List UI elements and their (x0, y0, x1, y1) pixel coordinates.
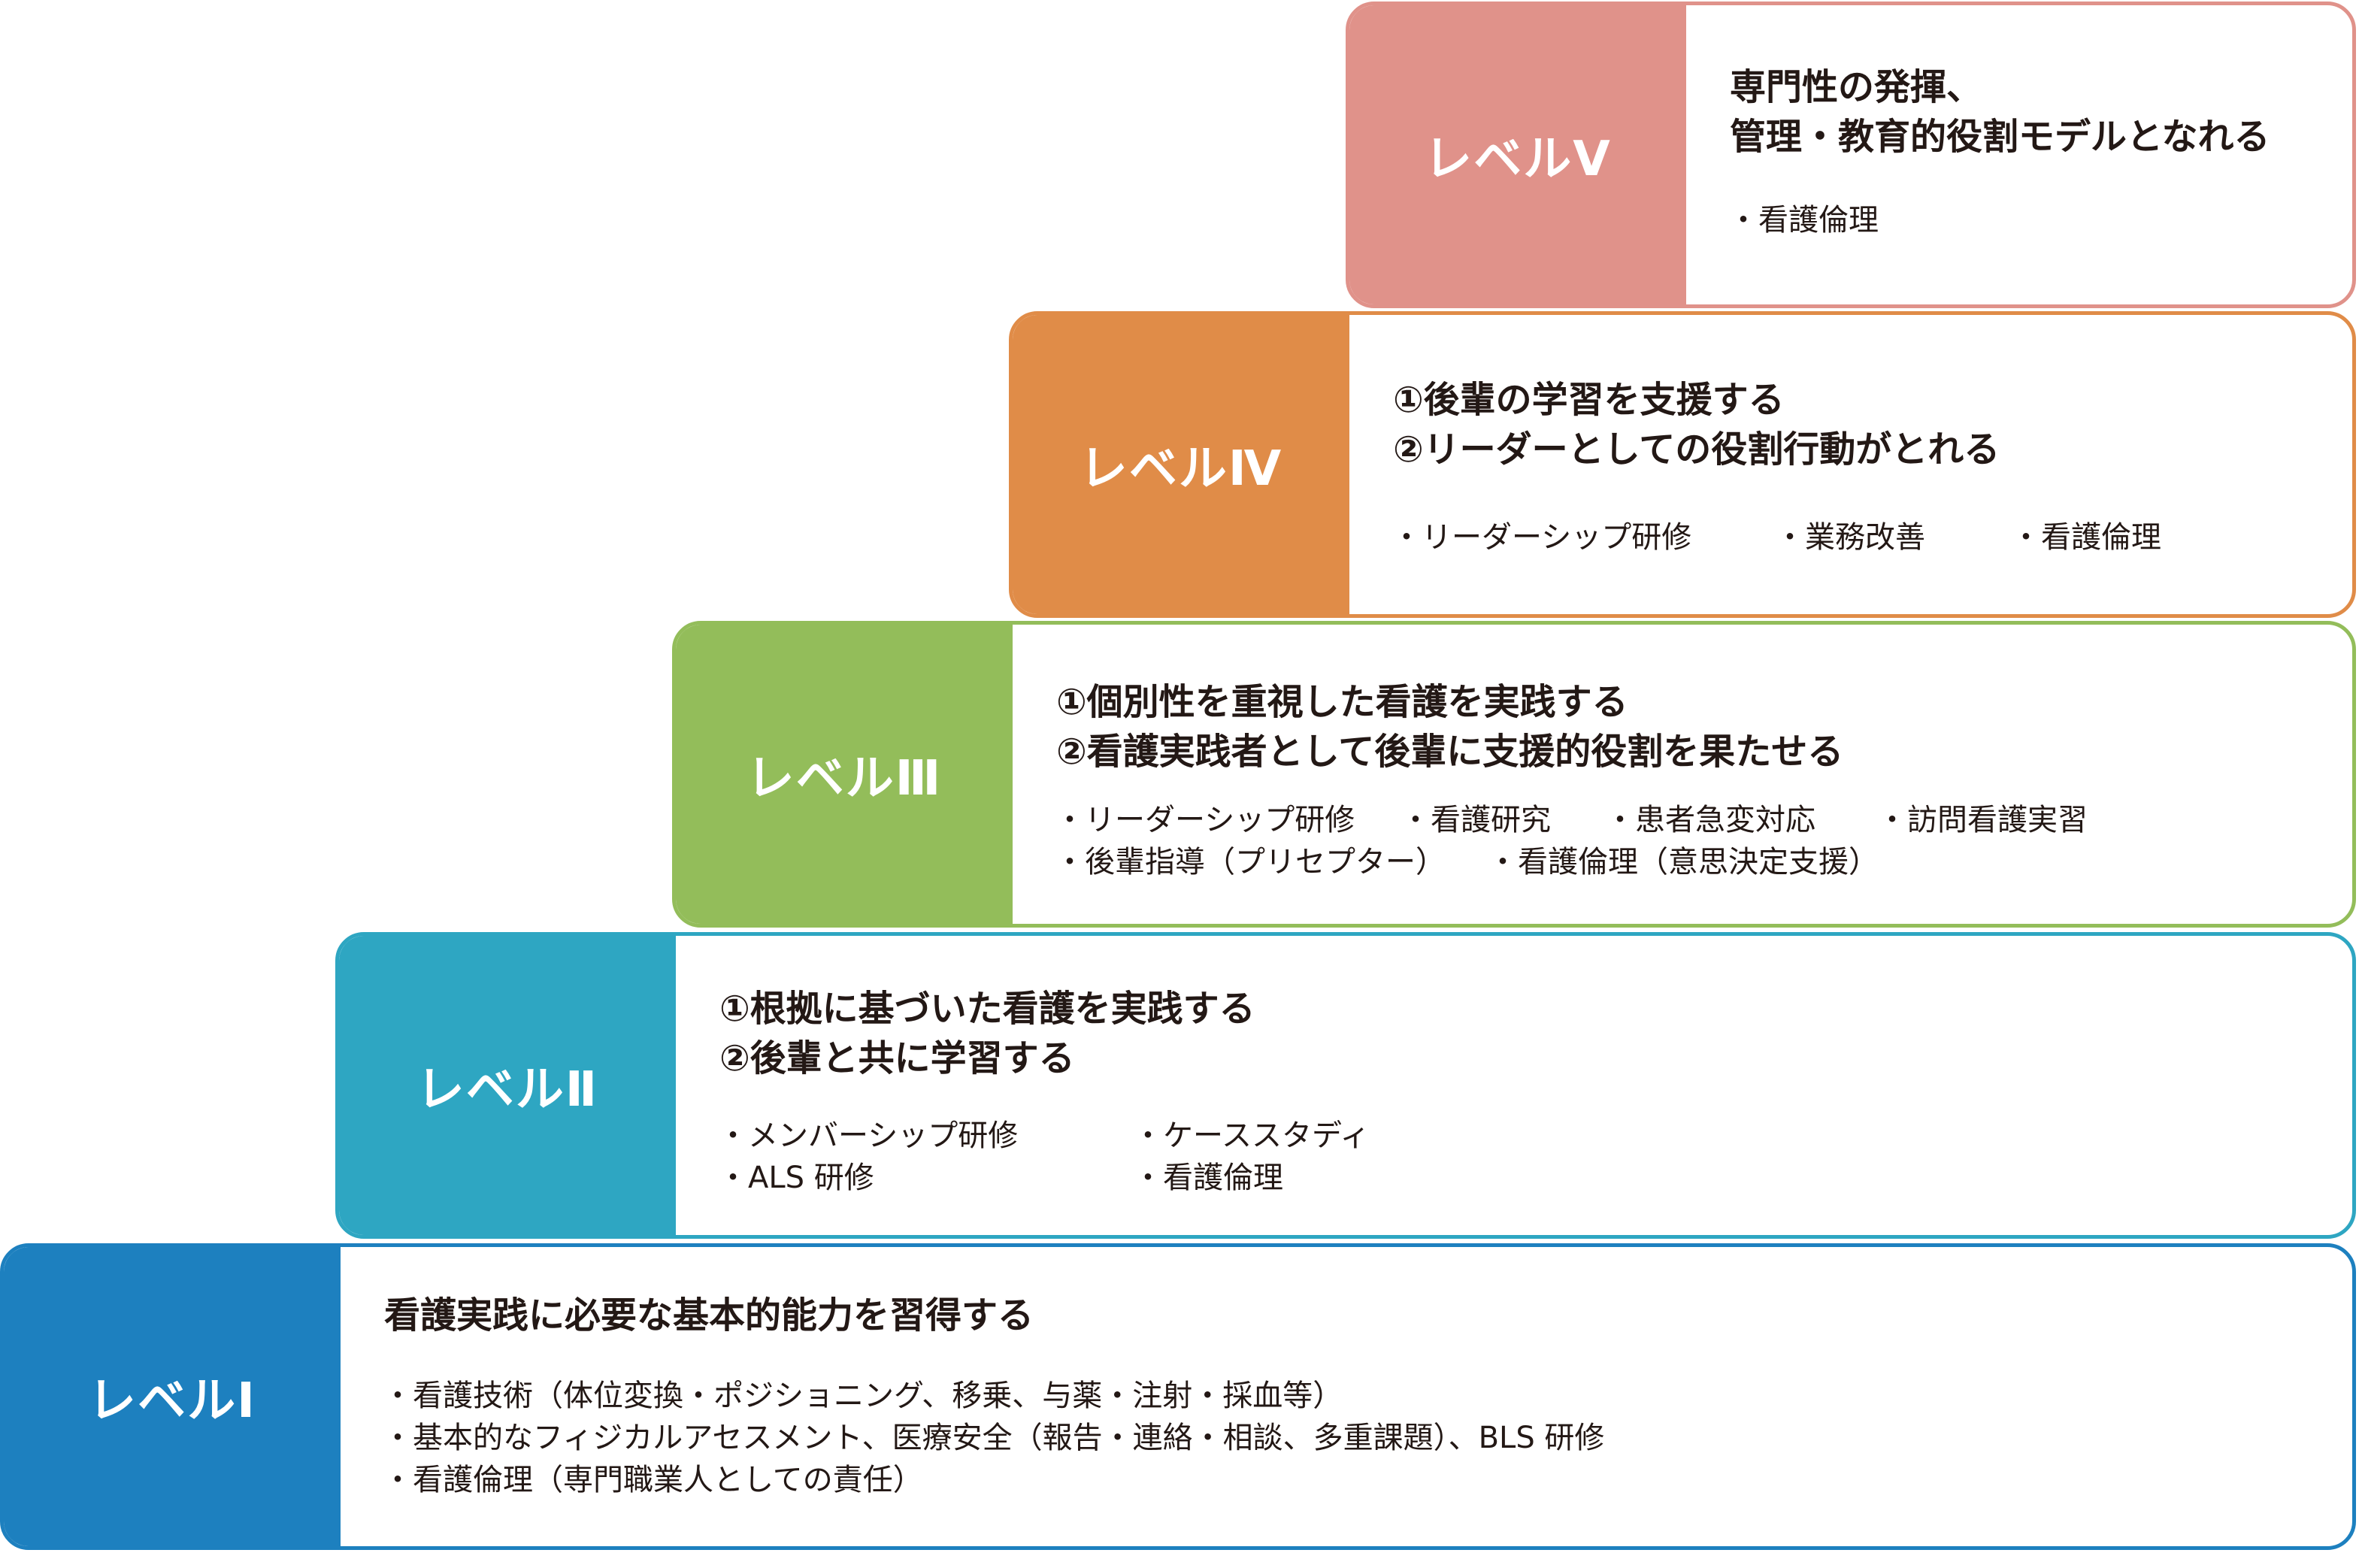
level-2-label: レベルⅡ (339, 936, 676, 1235)
level-2-goals: ①根拠に基づいた看護を実践する ②後輩と共に学習する (719, 984, 1255, 1083)
training-item: ・リーダーシップ研修 (1391, 520, 1692, 555)
level-5-card: レベルⅤ 専門性の発揮、 管理・教育的役割モデルとなれる ・看護倫理 (1346, 2, 2356, 308)
level-1-card: レベルⅠ 看護実践に必要な基本的能力を習得する ・看護技術（体位変換・ポジショニ… (0, 1243, 2356, 1550)
item-row: ・メンバーシップ研修 ・ケーススタディ (718, 1115, 1370, 1157)
level-4-card: レベルⅣ ①後輩の学習を支援する ②リーダーとしての役割行動がとれる ・リーダー… (1009, 311, 2356, 618)
training-item: ・看護倫理（意思決定支援） (1488, 845, 1879, 879)
training-item: ・後輩指導（プリセプター） (1055, 845, 1446, 879)
level-1-label: レベルⅠ (4, 1247, 341, 1546)
level-2-body: ①根拠に基づいた看護を実践する ②後輩と共に学習する ・メンバーシップ研修 ・ケー… (676, 936, 2352, 1235)
training-item: ・ケーススタディ (1133, 1118, 1370, 1153)
goal-text: 専門性の発揮、 (1730, 66, 1983, 108)
goal-text: 管理・教育的役割モデルとなれる (1730, 116, 2270, 158)
level-1-body: 看護実践に必要な基本的能力を習得する ・看護技術（体位変換・ポジショニング、移乗… (341, 1247, 2352, 1546)
level-3-goals: ①個別性を重視した看護を実践する ②看護実践者として後輩に支援的役割を果たせる (1056, 677, 1843, 776)
level-3-label: レベルⅢ (676, 625, 1013, 924)
item-row: ・後輩指導（プリセプター） ・看護倫理（意思決定支援） (1055, 841, 2088, 883)
item-row: ・看護技術（体位変換・ポジショニング、移乗、与薬・注射・採血等） (383, 1375, 1604, 1417)
level-4-goals: ①後輩の学習を支援する ②リーダーとしての役割行動がとれる (1393, 375, 2000, 474)
level-4-items: ・リーダーシップ研修 ・業務改善 ・看護倫理 (1391, 516, 2161, 558)
level-5-goals: 専門性の発揮、 管理・教育的役割モデルとなれる (1730, 62, 2270, 162)
level-1-items: ・看護技術（体位変換・ポジショニング、移乗、与薬・注射・採血等） ・基本的なフィ… (383, 1375, 1604, 1501)
goal-text: ①個別性を重視した看護を実践する (1056, 681, 1628, 723)
level-5-body: 専門性の発揮、 管理・教育的役割モデルとなれる ・看護倫理 (1686, 5, 2352, 304)
goal-text: ②看護実践者として後輩に支援的役割を果たせる (1056, 731, 1844, 773)
item-row: ・リーダーシップ研修 ・看護研究 ・患者急変対応 ・訪問看護実習 (1055, 799, 2088, 841)
item-row: ・基本的なフィジカルアセスメント、医療安全（報告・連絡・相談、多重課題）、BLS… (383, 1417, 1604, 1459)
goal-text: ②後輩と共に学習する (719, 1037, 1075, 1079)
level-2-items: ・メンバーシップ研修 ・ケーススタディ ・ALS 研修 ・看護倫理 (718, 1115, 1370, 1199)
training-item: ・患者急変対応 (1605, 803, 1815, 837)
level-3-items: ・リーダーシップ研修 ・看護研究 ・患者急変対応 ・訪問看護実習 ・後輩指導（プリセプ… (1055, 799, 2088, 883)
level-4-body: ①後輩の学習を支援する ②リーダーとしての役割行動がとれる ・リーダーシップ研修… (1349, 315, 2352, 614)
goal-text: 看護実践に必要な基本的能力を習得する (384, 1294, 1034, 1336)
item-row: ・看護倫理（専門職業人としての責任） (383, 1459, 1604, 1501)
level-3-body: ①個別性を重視した看護を実践する ②看護実践者として後輩に支援的役割を果たせる … (1013, 625, 2352, 924)
level-4-label: レベルⅣ (1013, 315, 1349, 614)
level-5-label: レベルⅤ (1349, 5, 1686, 304)
level-5-items: ・看護倫理 (1728, 199, 1879, 241)
goal-text: ①後輩の学習を支援する (1393, 379, 1785, 421)
training-item: ・看護技術（体位変換・ポジショニング、移乗、与薬・注射・採血等） (383, 1379, 1343, 1413)
level-3-card: レベルⅢ ①個別性を重視した看護を実践する ②看護実践者として後輩に支援的役割を… (672, 621, 2356, 928)
level-1-goals: 看護実践に必要な基本的能力を習得する (384, 1291, 1034, 1340)
training-item: ・ALS 研修 (718, 1161, 874, 1195)
item-row: ・リーダーシップ研修 ・業務改善 ・看護倫理 (1391, 516, 2161, 558)
training-item: ・看護倫理 (1728, 203, 1879, 238)
goal-text: ①根拠に基づいた看護を実践する (719, 988, 1255, 1030)
item-row: ・看護倫理 (1728, 199, 1879, 241)
training-item: ・リーダーシップ研修 (1055, 803, 1355, 837)
training-item: ・業務改善 (1775, 520, 1925, 555)
goal-text: ②リーダーとしての役割行動がとれる (1393, 428, 2000, 471)
training-item: ・看護研究 (1401, 803, 1551, 837)
training-item: ・看護倫理 (1133, 1161, 1283, 1195)
item-row: ・ALS 研修 ・看護倫理 (718, 1157, 1370, 1199)
training-item: ・基本的なフィジカルアセスメント、医療安全（報告・連絡・相談、多重課題）、BLS… (383, 1421, 1605, 1455)
training-item: ・看護倫理（専門職業人としての責任） (383, 1463, 923, 1497)
training-item: ・看護倫理 (2011, 520, 2161, 555)
training-item: ・メンバーシップ研修 (718, 1118, 1019, 1153)
training-item: ・訪問看護実習 (1877, 803, 2088, 837)
level-2-card: レベルⅡ ①根拠に基づいた看護を実践する ②後輩と共に学習する ・メンバーシップ… (335, 932, 2356, 1239)
